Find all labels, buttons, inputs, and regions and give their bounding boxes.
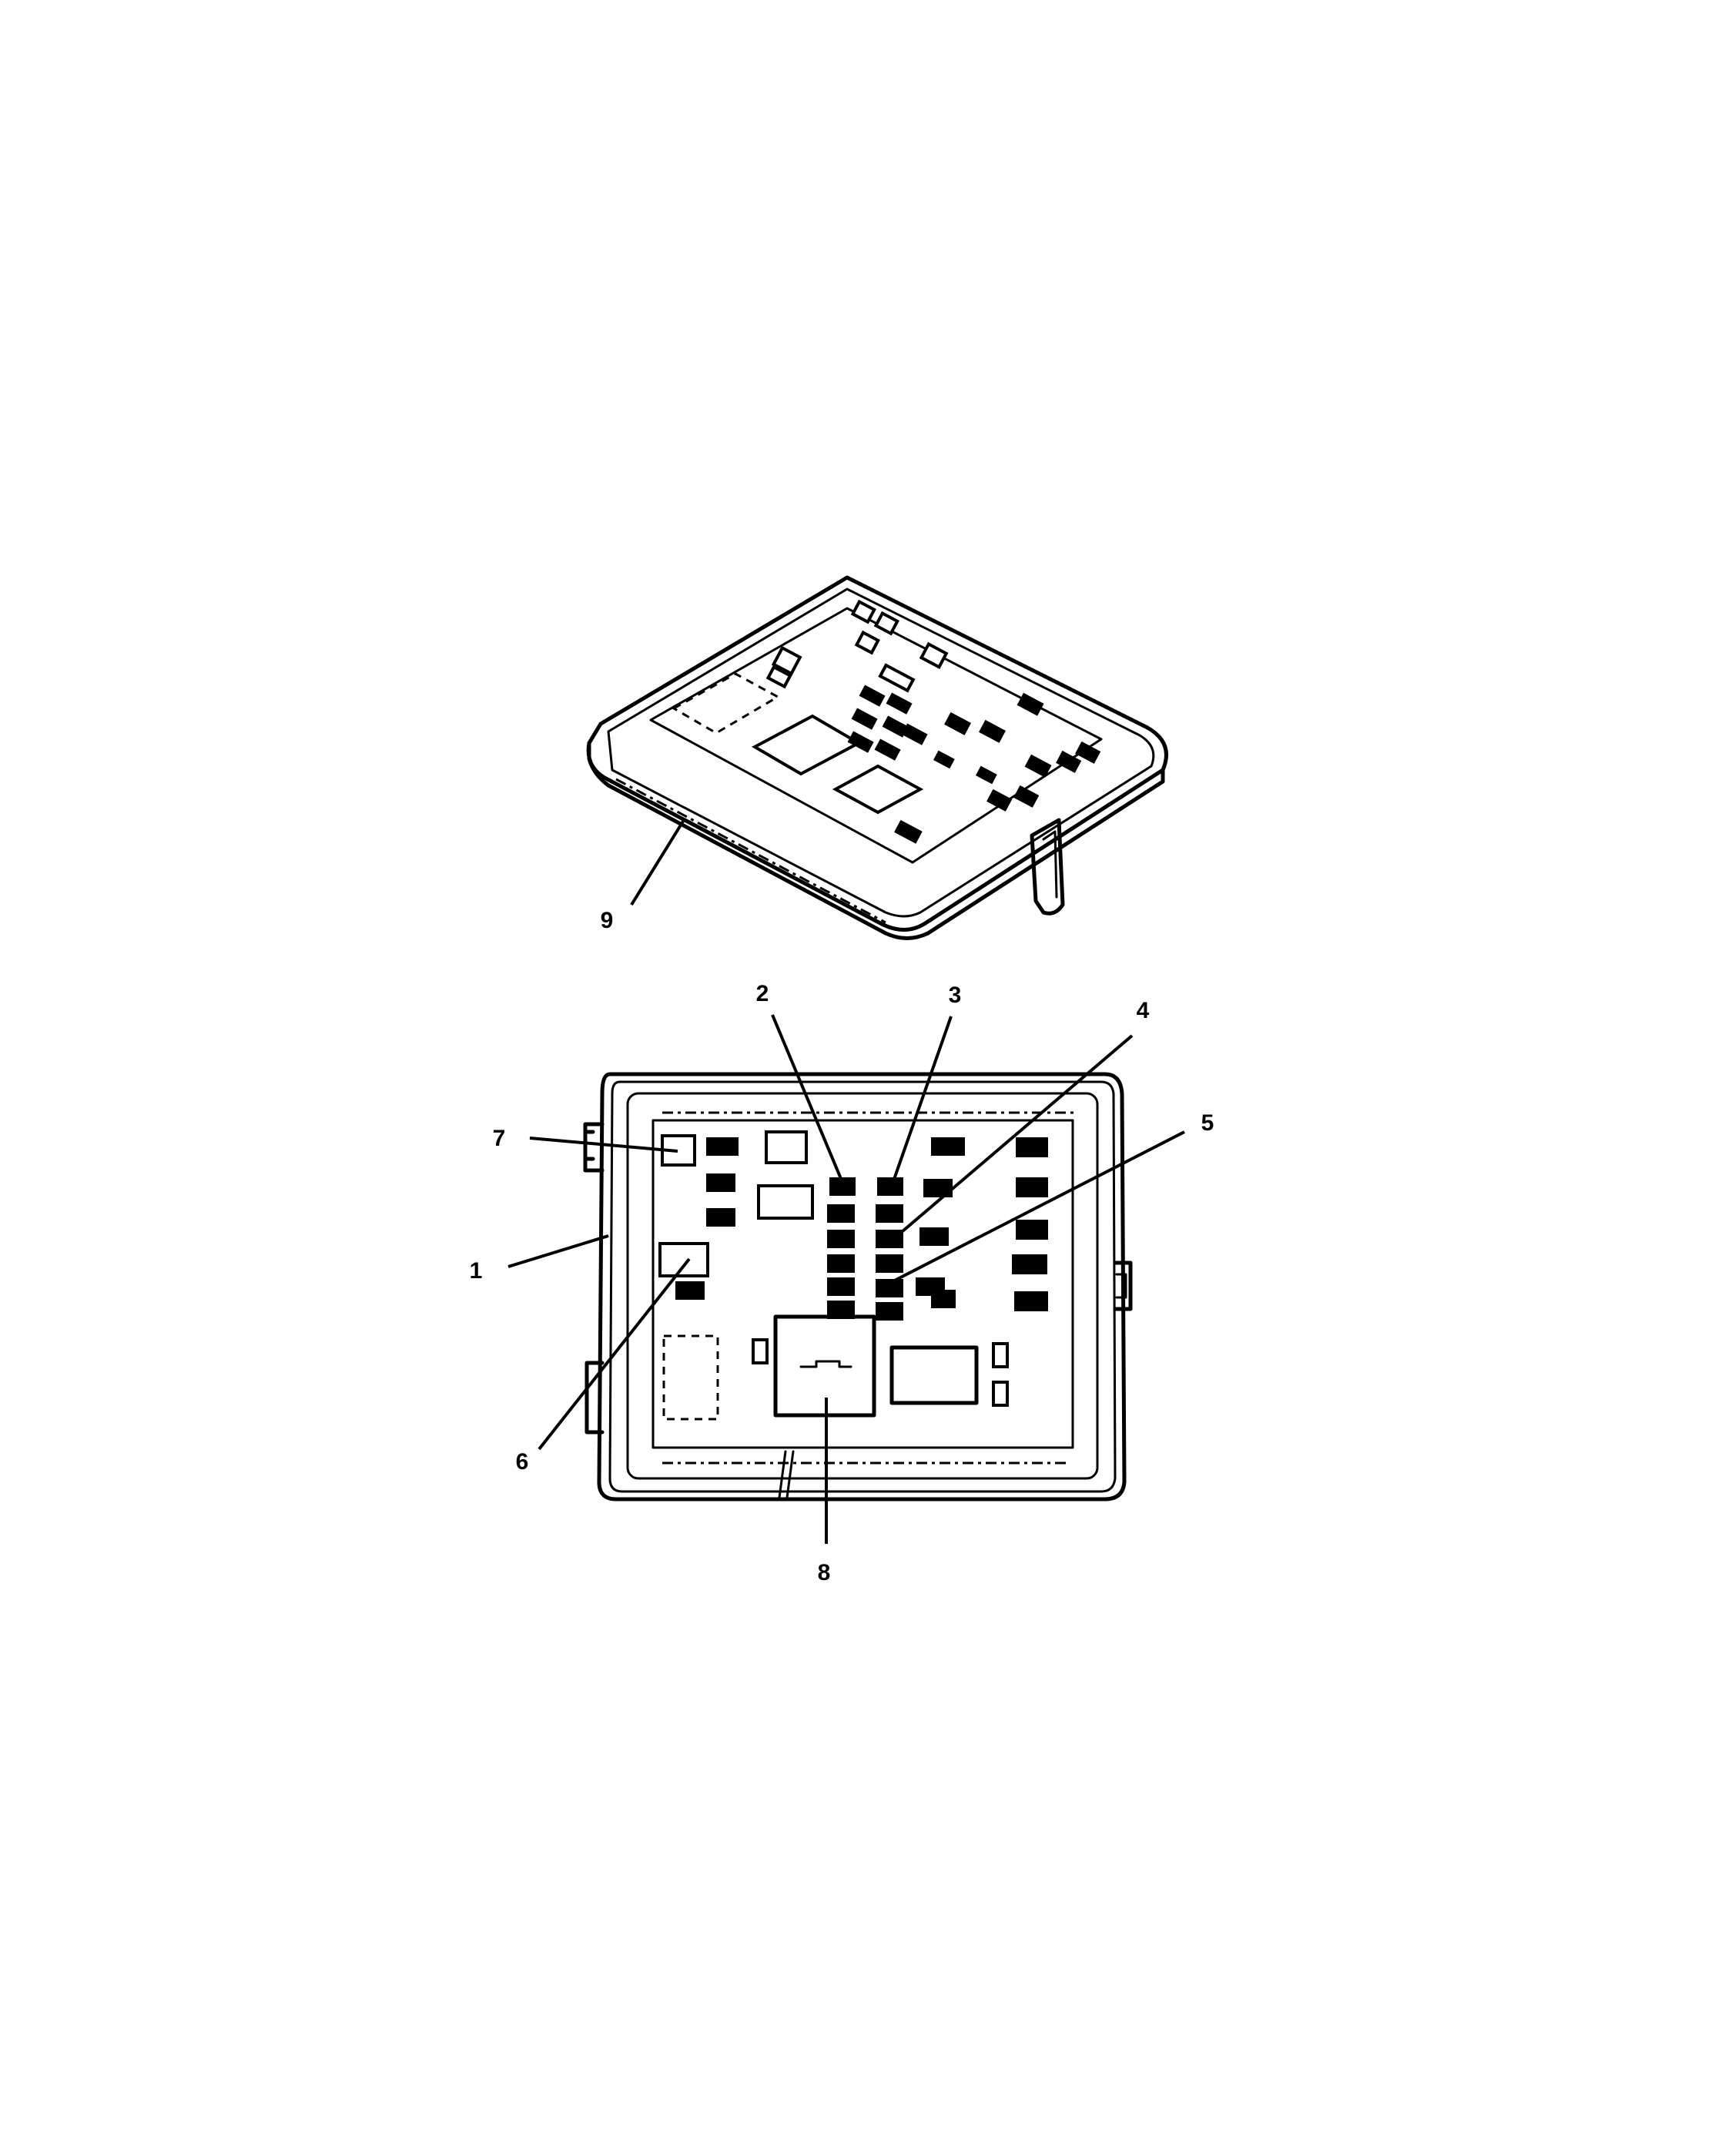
callout-1: 1 [470, 1258, 483, 1284]
leader-2 [771, 1014, 845, 1185]
callout-3: 3 [949, 983, 962, 1008]
leader-7 [529, 1137, 678, 1153]
callout-leaders [507, 819, 1185, 1544]
fuse-box-base [583, 1072, 1133, 1502]
callout-6: 6 [516, 1449, 529, 1475]
leader-5 [883, 1130, 1185, 1287]
leader-3 [890, 1016, 953, 1187]
callout-5: 5 [1201, 1110, 1214, 1136]
leader-6 [538, 1257, 691, 1451]
base-fuse-array [675, 1137, 1048, 1321]
callout-7: 7 [493, 1126, 506, 1151]
leader-1 [507, 1234, 609, 1268]
leader-9 [630, 819, 685, 906]
leader-4 [896, 1034, 1134, 1237]
callout-2: 2 [756, 981, 769, 1006]
fuse-box-cover [586, 575, 1168, 940]
callout-9: 9 [601, 908, 614, 933]
cover-fuse-markings [765, 599, 1101, 844]
callout-4: 4 [1137, 998, 1150, 1023]
callout-8: 8 [818, 1560, 831, 1585]
callout-labels: 9 2 3 4 5 7 1 6 8 [470, 908, 1214, 1585]
